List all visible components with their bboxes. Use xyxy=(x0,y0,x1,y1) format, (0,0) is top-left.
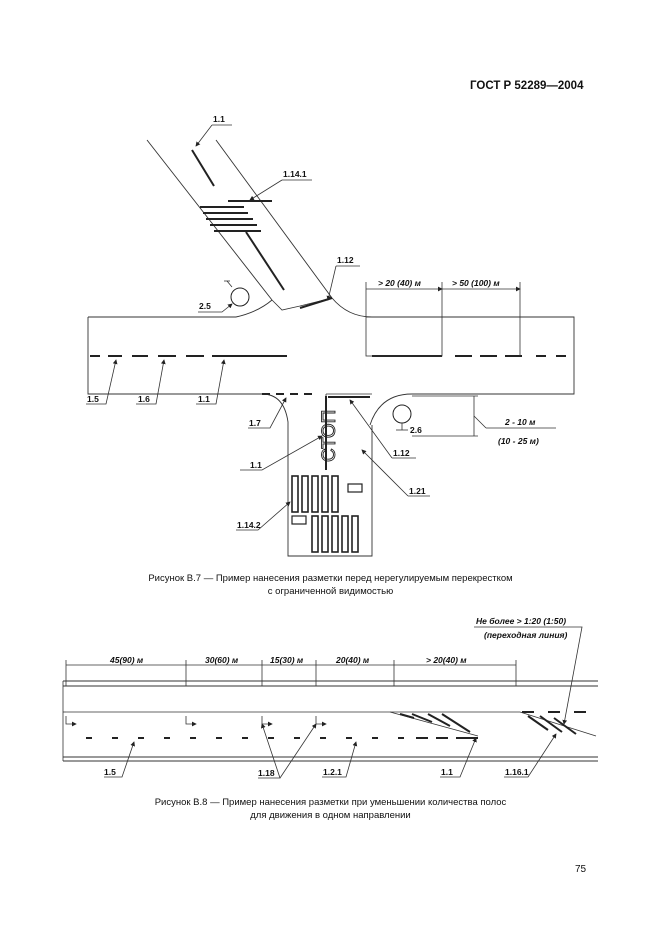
figure7-diagram: СТОП 1.1 xyxy=(86,114,575,557)
arrows-1-18 xyxy=(65,716,327,727)
label-dist-50-100: > 50 (100) м xyxy=(452,278,500,288)
figure8-caption-line2: для движения в одном направлении xyxy=(250,810,411,821)
label-1-14-1: 1.14.1 xyxy=(283,169,307,179)
label-1-16-1: 1.16.1 xyxy=(505,767,529,777)
label-ge-20-40: > 20(40) м xyxy=(426,655,467,665)
label-1-1-mid: 1.1 xyxy=(198,394,210,404)
center-dashed-line-fig8 xyxy=(86,711,586,739)
diagonal-road xyxy=(146,139,333,311)
label-2-5: 2.5 xyxy=(199,301,211,311)
label-10-25-m: (10 - 25 м) xyxy=(498,436,539,446)
label-1-5: 1.5 xyxy=(87,394,99,404)
figure7-caption: Рисунок В.7 — Пример нанесения разметки … xyxy=(60,572,601,598)
sign-2-5-icon xyxy=(230,287,250,307)
dimension-line-fig8 xyxy=(65,660,517,686)
label-transition-line: (переходная линия) xyxy=(484,630,568,640)
figure8-caption-line1: Рисунок В.8 — Пример нанесения разметки … xyxy=(154,797,507,808)
label-1-2-1: 1.2.1 xyxy=(323,767,342,777)
sign-2-6-icon xyxy=(392,404,412,424)
label-1-1-top: 1.1 xyxy=(213,114,225,124)
label-1-14-2: 1.14.2 xyxy=(237,520,261,530)
label-30-60: 30(60) м xyxy=(205,655,239,665)
label-1-21: 1.21 xyxy=(409,486,426,496)
label-not-more: Не более > 1:20 (1:50) xyxy=(476,616,566,626)
stop-word-marking: СТОП xyxy=(319,410,340,462)
label-2-10-m: 2 - 10 м xyxy=(504,417,536,427)
label-dist-20-40: > 20 (40) м xyxy=(378,278,422,288)
label-1-12-top: 1.12 xyxy=(337,255,354,265)
figure8-diagram: Не более > 1:20 (1:50) (переходная линия… xyxy=(62,616,598,779)
main-road xyxy=(87,282,575,557)
page-number: 75 xyxy=(575,864,587,875)
label-1-12-low: 1.12 xyxy=(393,448,410,458)
crosswalk-1-14-2 xyxy=(291,475,363,553)
label-1-5-fig8: 1.5 xyxy=(104,767,116,777)
label-2-6: 2.6 xyxy=(410,425,422,435)
figure7-leaders xyxy=(86,124,430,531)
transition-hatching xyxy=(399,713,577,735)
label-45-90: 45(90) м xyxy=(109,655,144,665)
label-1-7: 1.7 xyxy=(249,418,261,428)
label-20-40: 20(40) м xyxy=(335,655,370,665)
crosswalk-1-14-1 xyxy=(200,200,272,232)
figure7-caption-line1: Рисунок В.7 — Пример нанесения разметки … xyxy=(148,573,513,584)
figure8-caption: Рисунок В.8 — Пример нанесения разметки … xyxy=(60,796,601,822)
label-1-1-fig8: 1.1 xyxy=(441,767,453,777)
figure7-caption-line2: с ограниченной видимостью xyxy=(267,586,394,597)
label-1-18: 1.18 xyxy=(258,768,275,778)
label-1-6: 1.6 xyxy=(138,394,150,404)
label-1-1-low: 1.1 xyxy=(250,460,262,470)
figure8-leaders xyxy=(104,626,583,779)
document-header: ГОСТ Р 52289—2004 xyxy=(470,80,584,92)
label-15-30: 15(30) м xyxy=(270,655,304,665)
